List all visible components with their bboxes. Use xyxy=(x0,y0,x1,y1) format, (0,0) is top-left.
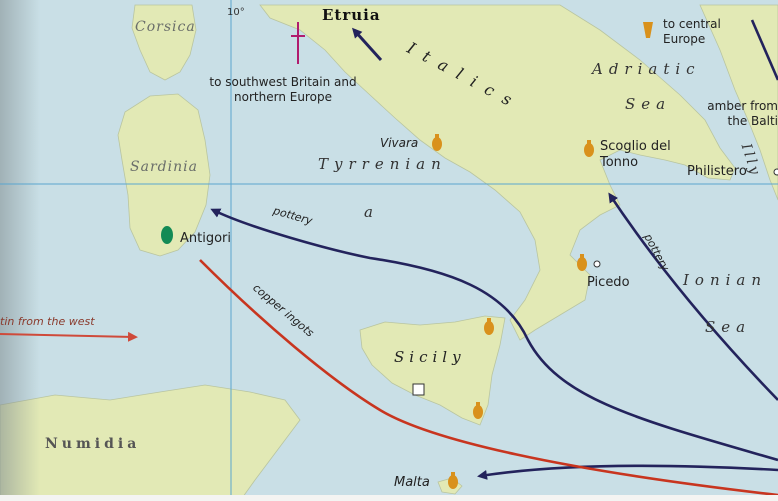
amphora-icon xyxy=(432,134,442,151)
etruria-label: Etruia xyxy=(322,6,381,24)
sardinia-land xyxy=(117,93,211,257)
route-pottery-ionian xyxy=(608,192,778,401)
route-pottery-malta xyxy=(477,464,778,480)
antigori-label: Antigori xyxy=(180,231,232,246)
sicily-land xyxy=(359,315,506,426)
amphora-icon xyxy=(584,140,594,157)
southwest-note: to southwest Britain and northern Europe xyxy=(209,75,357,104)
picedo-label: Picedo xyxy=(587,275,630,290)
adriatic-label-1: Adriatic xyxy=(592,60,701,78)
route-amber xyxy=(750,19,778,81)
sicily-label: Sicily xyxy=(394,348,466,366)
philistero-marker xyxy=(773,168,778,176)
west-note: tin from the west xyxy=(0,315,95,328)
meridian-label: 10° xyxy=(227,7,245,18)
dagger-icon xyxy=(291,22,305,64)
corsica-label: Corsica xyxy=(135,19,196,35)
italy-land xyxy=(259,4,736,341)
scoglio-label: Scoglio del Tonno xyxy=(600,139,671,170)
route-copper xyxy=(199,259,778,497)
amphora-icon xyxy=(448,472,458,489)
balkan-land xyxy=(699,4,778,201)
route-tin-west xyxy=(0,331,138,342)
left-fade xyxy=(0,0,40,501)
amber-note: amber from the Balti xyxy=(707,99,778,128)
ionian-label-2: Sea xyxy=(705,318,752,336)
tyrrhenian-label-1: Tyrrenian xyxy=(318,155,447,173)
page-bottom-edge xyxy=(0,495,778,501)
philistero-label: Philistero xyxy=(687,164,747,179)
amphora-icon xyxy=(484,318,494,335)
numidia-label: Numidia xyxy=(45,436,141,452)
sardinia-label: Sardinia xyxy=(130,159,198,175)
ionian-label-1: Ionian xyxy=(683,271,768,289)
ox-hide-ingot-icon xyxy=(161,226,173,244)
amphora-icon xyxy=(473,402,483,419)
square-marker-icon xyxy=(412,383,425,396)
tyrrhenian-label-2: a xyxy=(364,203,379,221)
amphora-icon xyxy=(577,254,587,271)
vivara-label: Vivara xyxy=(380,136,419,150)
amphora-icon xyxy=(643,22,653,38)
malta-label: Malta xyxy=(394,475,430,490)
central-europe-note: to central Europe xyxy=(663,17,721,46)
picedo-marker xyxy=(593,260,601,268)
route-etruria xyxy=(351,27,383,62)
corsica-land xyxy=(131,4,197,81)
route-pottery-west xyxy=(210,208,778,462)
adriatic-label-2: Sea xyxy=(625,95,672,113)
